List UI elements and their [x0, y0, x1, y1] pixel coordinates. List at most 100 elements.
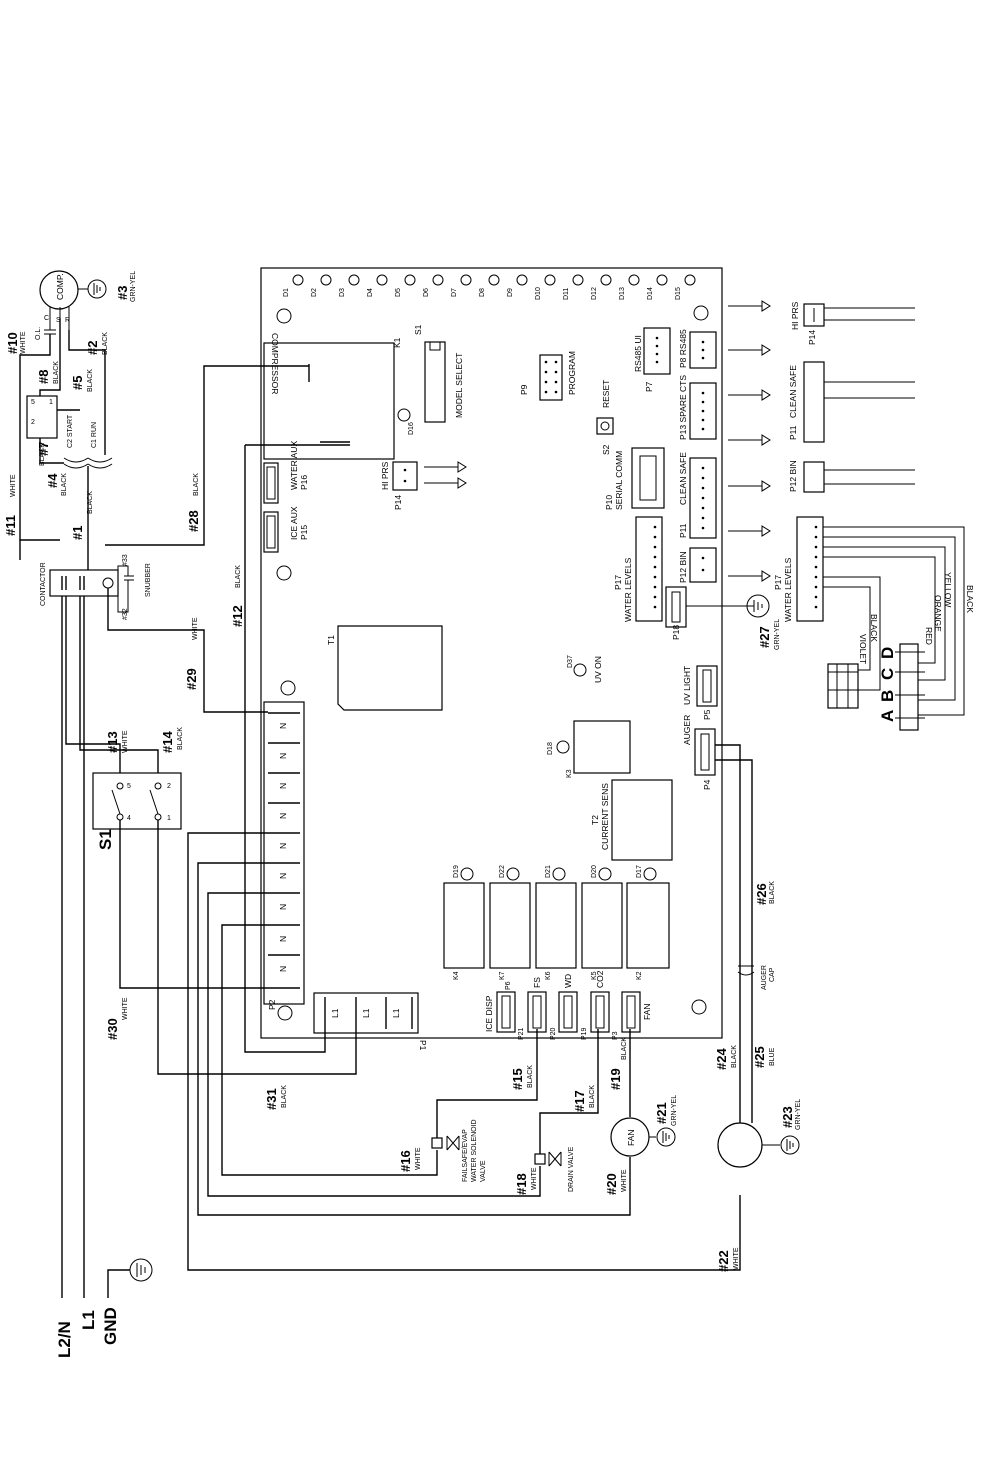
rs485-p8: P8 RS485 — [678, 329, 717, 369]
wire-color-violet: VIOLET — [858, 634, 868, 664]
rs485ui-label: RS485 UI — [633, 335, 643, 372]
s1-board-label: S1 — [413, 324, 423, 335]
wire-26-label: #26 — [754, 883, 769, 905]
d37-label: D37 — [567, 655, 574, 668]
led-label: D14 — [647, 287, 654, 300]
relay-led-label: D22 — [499, 865, 506, 878]
wire-24-color: BLACK — [731, 1045, 738, 1068]
relay-k3 — [573, 720, 631, 774]
wire-3-label: #3 — [115, 286, 130, 300]
fan-label: FAN — [626, 1129, 636, 1146]
led-label: D10 — [535, 287, 542, 300]
fs-label: FS — [532, 977, 542, 988]
wire-13-label: #13 — [105, 731, 120, 753]
k1-label: K1 — [392, 337, 402, 348]
right-arrows — [424, 300, 771, 582]
wire-10-label: #10 — [5, 332, 20, 354]
wire-22-label: #22 — [716, 1250, 731, 1272]
water-levels-p17: P17 WATER LEVELS — [613, 516, 663, 622]
main-power-lines: #29 WHITE #13 WHITE #14 BLACK L2/N L1 GN… — [55, 588, 268, 1358]
failsafe-label: FAILSAFE/EVAP — [462, 1129, 469, 1182]
wire-2-color: BLACK — [102, 332, 109, 355]
bin-remote-label: P12 BIN — [788, 460, 798, 492]
p17-remote-label: P17 — [773, 575, 783, 590]
wire-color-black-d: BLACK — [965, 585, 975, 613]
relay-label: K6 — [545, 971, 552, 980]
probe-c: C — [878, 668, 897, 680]
transformer-t1: T1 — [326, 625, 443, 711]
l1-terminal: L1 — [361, 1008, 371, 1018]
neutral-strip-p2: N N N N N N N N N P2 — [263, 701, 305, 1010]
water-aux-p16: WATER AUX P16 — [263, 441, 309, 504]
p8-label: P8 RS485 — [678, 329, 688, 368]
water-levels-board-label: WATER LEVELS — [623, 557, 633, 622]
contactor-label: CONTACTOR — [40, 562, 47, 606]
gnd-label: GND — [101, 1307, 120, 1345]
wire-7-color: BLACK — [39, 443, 46, 466]
uvon-label: UV ON — [593, 656, 603, 683]
l1-label: L1 — [79, 1310, 98, 1330]
wire-4-label: #4 — [45, 473, 60, 488]
l2n-label: L2/N — [55, 1321, 74, 1358]
wire-19-color: BLACK — [621, 1037, 628, 1060]
hi-prs-p14: HI PRS P14 — [380, 461, 418, 510]
wire-25-label: #25 — [752, 1046, 767, 1068]
c2-label: C2 START — [67, 414, 74, 448]
k3-label: K3 — [566, 769, 573, 778]
remote-clean-safe: CLEAN SAFE P11 — [788, 361, 915, 443]
d18-label: D18 — [547, 742, 554, 755]
p10-label: P10 — [604, 495, 614, 510]
p21-label: P21 — [518, 1027, 525, 1040]
auger-p4: AUGER P4 — [682, 715, 716, 790]
relay-label: K7 — [499, 971, 506, 980]
p2-label: P2 — [267, 999, 277, 1010]
p17-board-label: P17 — [613, 575, 623, 590]
s2-label: S2 — [601, 444, 611, 455]
uv-light-p5: UV LIGHT P5 — [682, 665, 718, 720]
wire-31-label: #31 — [264, 1088, 279, 1110]
p11-remote-label: P11 — [788, 425, 798, 440]
wire-color-orange: ORANGE — [933, 595, 943, 632]
probe-a: A — [878, 710, 897, 722]
wire-25-color: BLUE — [769, 1047, 776, 1066]
remote-water-levels: P17 WATER LEVELS BLACK YELLOW ORANGE RED… — [773, 516, 975, 716]
wire-28-color: BLACK — [193, 473, 200, 496]
p14-remote-label: P14 — [807, 330, 817, 345]
n-terminal: N — [278, 904, 288, 910]
p11-board-label: P11 — [678, 523, 688, 538]
start-relay — [26, 395, 58, 439]
compressor-label: COMPRESSOR — [270, 333, 280, 394]
mounting-hole — [280, 680, 296, 696]
p14-board-label: P14 — [393, 495, 403, 510]
wire-17-label: #17 — [572, 1090, 587, 1112]
wire-11-label: #11 — [3, 515, 18, 536]
clean-safe-p11: CLEAN SAFE P11 — [678, 452, 717, 539]
ice-aux-label: ICE AUX — [289, 506, 299, 540]
svg-text:1: 1 — [167, 815, 171, 822]
wire-12-color: BLACK — [235, 565, 242, 588]
drain-valve: #17 BLACK #18 WHITE DRAIN VALVE — [514, 1029, 599, 1195]
s1-label: S1 — [96, 829, 115, 850]
relay-led-label: D21 — [545, 865, 552, 878]
p13-label: P13 SPARE CTS — [678, 375, 688, 440]
cleansafe-board-label: CLEAN SAFE — [678, 452, 688, 505]
wl-remote-label: WATER LEVELS — [783, 557, 793, 622]
cleansafe-remote-label: CLEAN SAFE — [788, 365, 798, 418]
remote-bin: P12 BIN — [788, 460, 915, 493]
wire-1-color: BLACK — [87, 491, 94, 514]
c1-label: C1 RUN — [91, 422, 98, 448]
mounting-hole — [693, 305, 709, 321]
n-terminal: N — [278, 753, 288, 759]
serial-comm-label: SERIAL COMM — [614, 451, 624, 510]
t2-label: T2 — [590, 815, 600, 825]
relay-led-label: D20 — [591, 865, 598, 878]
auger-cap-label-2: CAP — [769, 967, 776, 982]
p9-label: P9 — [519, 384, 529, 395]
n-terminal: N — [278, 966, 288, 972]
wire-20-color: WHITE — [621, 1169, 628, 1192]
wire-5-color: BLACK — [87, 369, 94, 392]
wire-24-label: #24 — [714, 1048, 729, 1070]
led-label: D3 — [339, 288, 346, 297]
p3-label: P3 — [612, 1031, 619, 1040]
